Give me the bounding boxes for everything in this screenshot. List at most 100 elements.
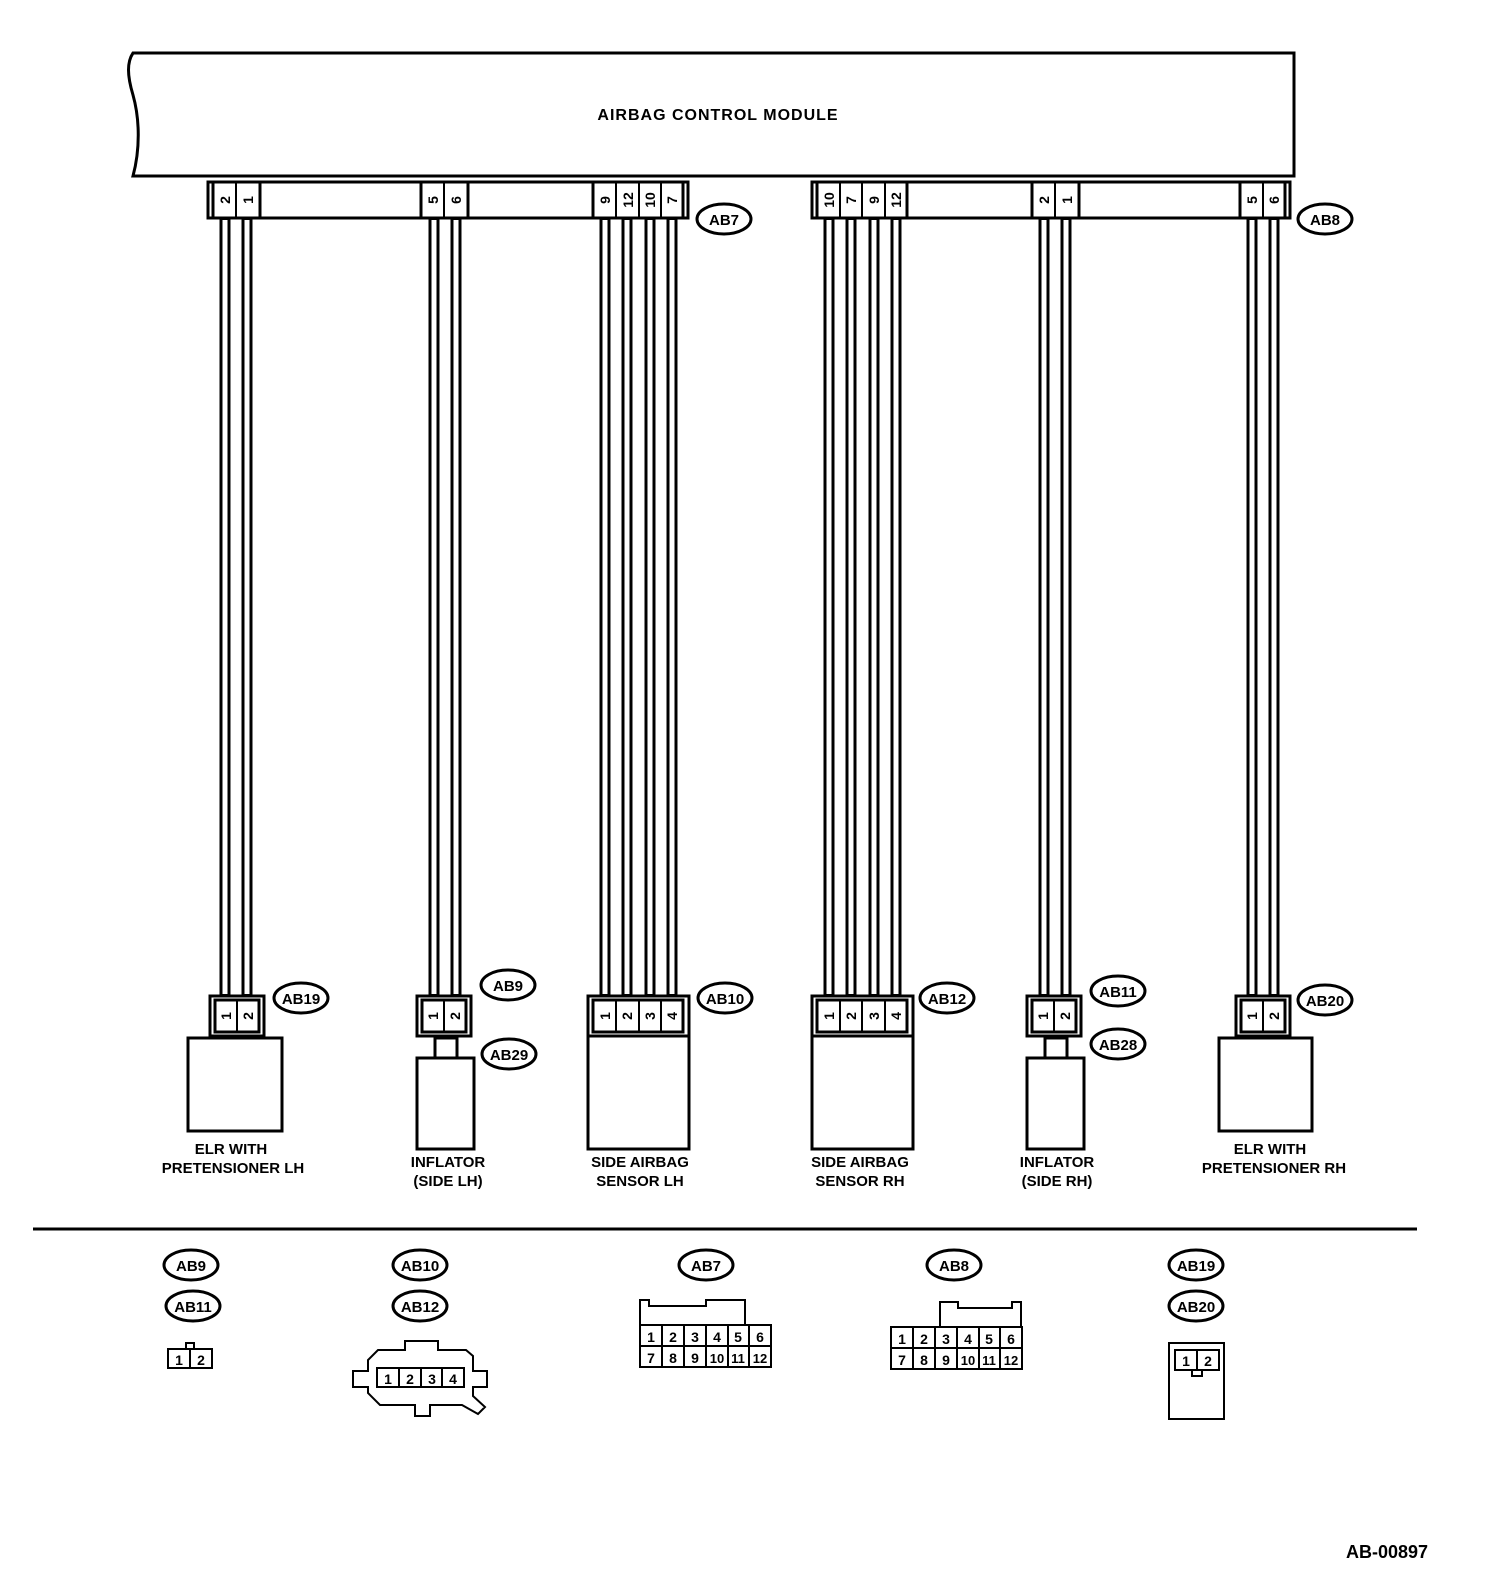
- pin-label: 1: [647, 1329, 655, 1345]
- pin-label: 12: [620, 192, 636, 208]
- connector-tag: AB10: [401, 1258, 439, 1275]
- device-inflator-side-lh: 1 2 INFLATOR (SIDE LH) AB9 AB29: [411, 968, 538, 1190]
- pin-label: 6: [448, 196, 464, 204]
- pin-label: 8: [669, 1350, 677, 1366]
- connector-tag: AB20: [1306, 993, 1344, 1010]
- wire-harness: [219, 218, 1280, 996]
- pin-label: 10: [961, 1353, 975, 1368]
- connector-tag: AB19: [282, 991, 320, 1008]
- pin-label: 6: [756, 1329, 764, 1345]
- device-side-airbag-sensor-lh: 1 2 3 4 SIDE AIRBAG SENSOR LH AB10: [586, 981, 754, 1190]
- pin-label: 1: [175, 1352, 183, 1368]
- device-inflator-side-rh: 1 2 INFLATOR (SIDE RH) AB11 AB28: [1020, 974, 1147, 1190]
- pin-label: 10: [642, 192, 658, 208]
- device-elr-with-pretensioner-lh: 1 2 ELR WITH PRETENSIONER LH AB19: [162, 981, 330, 1177]
- connector-tag: AB12: [401, 1299, 439, 1316]
- tag-label: AB8: [1310, 212, 1340, 229]
- pin-label: 2: [619, 1012, 635, 1020]
- pin-label: 1: [1059, 196, 1075, 204]
- tag-ab8: AB8: [1296, 202, 1354, 236]
- pin-label: 1: [425, 1012, 441, 1020]
- pin-label: 1: [597, 1012, 613, 1020]
- pin-label: 5: [425, 196, 441, 204]
- airbag-control-module: AIRBAG CONTROL MODULE: [127, 51, 1296, 178]
- legend-connector-ab9-ab11: AB9 AB11 1 2: [162, 1248, 222, 1369]
- pin-label: 2: [197, 1352, 205, 1368]
- tag-ab7: AB7: [695, 202, 753, 236]
- connector-tag: AB9: [493, 978, 523, 995]
- device-label-line1: INFLATOR: [411, 1154, 486, 1171]
- legend-connector-ab10-ab12: AB10 AB12 1 2 3 4: [352, 1248, 488, 1417]
- pin-label: 7: [647, 1350, 655, 1366]
- pin-label: 1: [1182, 1353, 1190, 1369]
- pin-label: 2: [406, 1371, 414, 1387]
- connector-tag: AB29: [490, 1047, 528, 1064]
- connector-tag: AB12: [928, 991, 966, 1008]
- pin-label: 2: [669, 1329, 677, 1345]
- pin-label: 11: [982, 1353, 996, 1368]
- device-label-line2: PRETENSIONER LH: [162, 1160, 305, 1177]
- device-label-line2: PRETENSIONER RH: [1202, 1160, 1346, 1177]
- connector-tag: AB10: [706, 991, 744, 1008]
- module-title: AIRBAG CONTROL MODULE: [597, 107, 838, 124]
- connector-tag: AB19: [1177, 1258, 1215, 1275]
- device-label-line1: SIDE AIRBAG: [811, 1154, 909, 1171]
- pin-label: 3: [428, 1371, 436, 1387]
- device-side-airbag-sensor-rh: 1 2 3 4 SIDE AIRBAG SENSOR RH AB12: [810, 981, 976, 1190]
- pin-label: 3: [942, 1331, 950, 1347]
- pin-label: 1: [218, 1012, 234, 1020]
- pin-label: 10: [821, 192, 837, 208]
- pin-label: 6: [1007, 1331, 1015, 1347]
- pin-label: 4: [713, 1329, 721, 1345]
- pin-label: 1: [898, 1331, 906, 1347]
- pin-label: 3: [866, 1012, 882, 1020]
- connector-tag: AB20: [1177, 1299, 1215, 1316]
- legend-connector-ab7: AB7 1 2 3 4 5 6 7 8 9 10 11 12: [639, 1248, 772, 1368]
- device-label-line2: SENSOR RH: [815, 1173, 904, 1190]
- figure-code: AB-00897: [1346, 1542, 1428, 1562]
- pin-label: 7: [664, 196, 680, 204]
- pin-label: 2: [1036, 196, 1052, 204]
- pin-label: 6: [1266, 196, 1282, 204]
- pin-label: 9: [597, 196, 613, 204]
- pin-label: 1: [1244, 1012, 1260, 1020]
- pin-label: 7: [843, 196, 859, 204]
- pin-label: 5: [985, 1331, 993, 1347]
- pin-label: 4: [888, 1012, 904, 1020]
- device-label-line1: ELR WITH: [1234, 1141, 1307, 1158]
- device-elr-with-pretensioner-rh: 1 2 ELR WITH PRETENSIONER RH AB20: [1202, 983, 1354, 1177]
- connector-tag: AB28: [1099, 1037, 1137, 1054]
- pin-label: 9: [866, 196, 882, 204]
- tag-label: AB7: [709, 212, 739, 229]
- connector-tag: AB11: [174, 1299, 212, 1316]
- connector-tag: AB9: [176, 1258, 206, 1275]
- pin-label: 4: [449, 1371, 457, 1387]
- pin-label: 5: [1244, 196, 1260, 204]
- pin-label: 1: [1035, 1012, 1051, 1020]
- pin-label: 2: [240, 1012, 256, 1020]
- device-label-line1: SIDE AIRBAG: [591, 1154, 689, 1171]
- pin-label: 11: [731, 1351, 745, 1366]
- pin-label: 3: [691, 1329, 699, 1345]
- connector-tag: AB7: [691, 1258, 721, 1275]
- connector-tag: AB8: [939, 1258, 969, 1275]
- pin-label: 7: [898, 1352, 906, 1368]
- device-label-line2: SENSOR LH: [596, 1173, 684, 1190]
- pin-label: 2: [1266, 1012, 1282, 1020]
- pin-label: 1: [384, 1371, 392, 1387]
- pin-label: 9: [691, 1350, 699, 1366]
- pin-label: 4: [964, 1331, 972, 1347]
- pin-label: 12: [888, 192, 904, 208]
- pin-label: 2: [447, 1012, 463, 1020]
- pin-label: 2: [217, 196, 233, 204]
- pin-label: 12: [753, 1351, 767, 1366]
- legend-connector-ab19-ab20: AB19 AB20 1 2: [1167, 1248, 1225, 1420]
- pin-label: 4: [664, 1012, 680, 1020]
- pin-label: 1: [240, 196, 256, 204]
- pin-label: 8: [920, 1352, 928, 1368]
- device-label-line1: ELR WITH: [195, 1141, 268, 1158]
- device-label-line2: (SIDE LH): [413, 1173, 482, 1190]
- pin-label: 5: [734, 1329, 742, 1345]
- connector-ab7-strip: 2 1 5 6 9 12 10 7: [206, 180, 690, 220]
